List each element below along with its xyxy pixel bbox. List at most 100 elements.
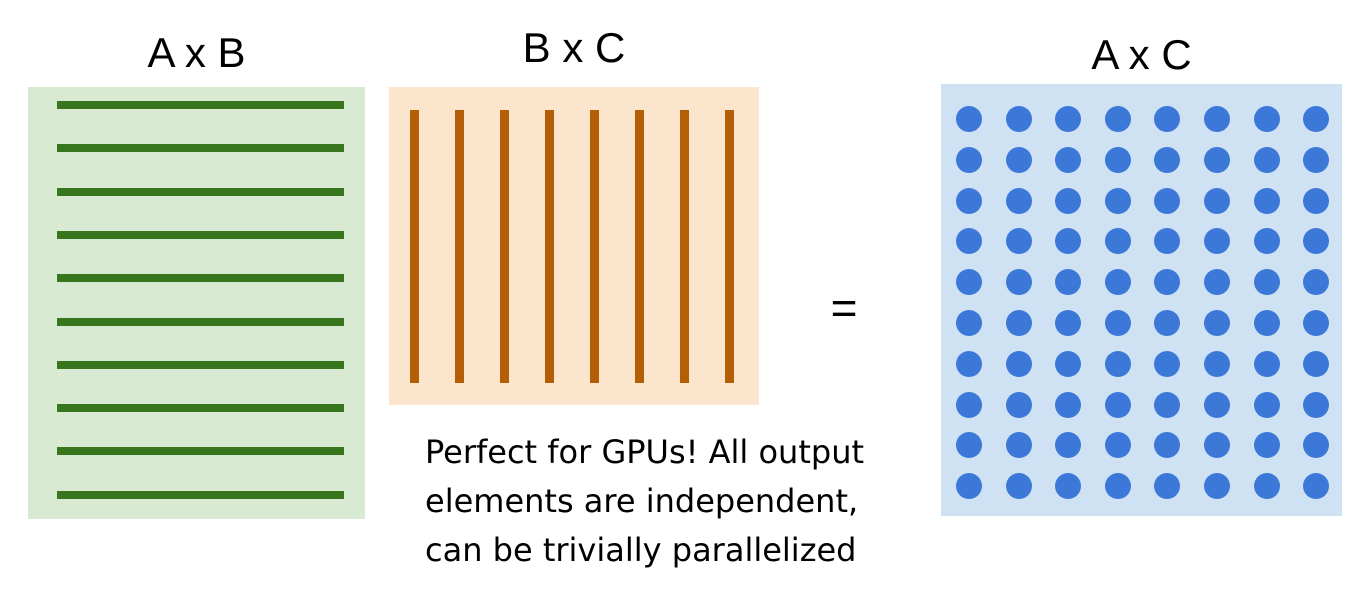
caption: Perfect for GPUs! All output elements ar… [425, 428, 925, 575]
matrix-ac-element-dot [1154, 350, 1181, 377]
matrix-ab-row-line [57, 317, 344, 326]
matrix-ac-element-dot [1253, 473, 1280, 500]
matrix-ab-row-line [57, 360, 344, 369]
matrix-ac-element-dot [1253, 106, 1280, 132]
matrix-ac-element-dot [956, 350, 982, 377]
matrix-ac-element-dot [956, 187, 982, 214]
matrix-ac-element-dot [956, 391, 982, 418]
matrix-ac-element-dot [1204, 269, 1230, 296]
matrix-ac-element-dot [1154, 228, 1181, 255]
matrix-bc-column-line [500, 110, 509, 383]
matrix-ac-element-dot [1005, 350, 1032, 377]
caption-line-1: Perfect for GPUs! All output [425, 433, 865, 471]
matrix-ac-element-dot [1204, 432, 1230, 459]
matrix-ac-element-dot [1154, 310, 1181, 336]
matrix-ac-element-dot [1204, 310, 1230, 336]
matrix-ac-element-dot [1055, 106, 1082, 132]
matrix-ac-element-dot [1154, 432, 1181, 459]
matrix-ac-element-dot [1104, 350, 1131, 377]
matrix-ac-element-dot [1303, 473, 1330, 500]
matrix-ac-panel [941, 84, 1342, 516]
matrix-ab-row-line [57, 274, 344, 283]
matrix-ac-element-dot [1104, 187, 1131, 214]
matrix-ac-element-dot [1005, 432, 1032, 459]
matrix-ac-label: A x C [1091, 31, 1192, 78]
matrix-ac-element-dot [1253, 146, 1280, 173]
matrix-ac-element-dot [1253, 228, 1280, 255]
matrix-ab-row-line [57, 490, 344, 499]
matrix-ac-element-dot [1104, 310, 1131, 336]
matrix-ac-element-dot [1055, 391, 1082, 418]
matrix-ab-row-line [57, 447, 344, 456]
matrix-ac-element-dot [1253, 269, 1280, 296]
matrix-ac-element-dot [956, 310, 982, 336]
matrix-bc-panel [389, 87, 759, 405]
matrix-ab-panel [28, 87, 365, 519]
matrix-ac-element-dot [1005, 310, 1032, 336]
matrix-ac-element-dot [1303, 187, 1330, 214]
matrix-ac-element-dot [1104, 473, 1131, 500]
matrix-ac-element-dot [956, 269, 982, 296]
matrix-ac-element-dot [1005, 106, 1032, 132]
matrix-bc-label: B x C [522, 24, 626, 71]
matrix-ac-element-dot [1154, 187, 1181, 214]
matrix-ac-element-dot [1253, 391, 1280, 418]
matrix-ac-element-dot [1303, 106, 1330, 132]
matrix-ac-element-dot [1154, 146, 1181, 173]
matrix-ac-element-dot [1303, 269, 1330, 296]
matrix-ab-row-line [57, 404, 344, 413]
matrix-ac-element-dot [1005, 228, 1032, 255]
matrix-bc-column-line [545, 110, 554, 383]
matrix-ac-element-dot [1005, 146, 1032, 173]
matrix-ac-element-dot [1104, 432, 1131, 459]
matrix-ac-element-dot [1005, 473, 1032, 500]
matrix-ab-label: A x B [147, 29, 246, 76]
matrix-bc-column-line [680, 110, 689, 383]
matrix-ac-element-dot [1055, 146, 1082, 173]
matrix-ac-element-dot [1204, 473, 1230, 500]
matrix-ac-element-dot [1055, 310, 1082, 336]
matrix-ac-element-dot [1253, 310, 1280, 336]
matrix-ab-row-line [57, 101, 344, 109]
matrix-ac-element-dot [1253, 432, 1280, 459]
matrix-ac-element-dot [1204, 146, 1230, 173]
matrix-ac-element-dot [1204, 350, 1230, 377]
caption-line-2: elements are independent, [425, 482, 859, 520]
matrix-ac-element-dot [1253, 187, 1280, 214]
matrix-ac-element-dot [1154, 106, 1181, 132]
matrix-ac-element-dot [1055, 473, 1082, 500]
matrix-ac-element-dot [1204, 391, 1230, 418]
matrix-ac-element-dot [1204, 187, 1230, 214]
matrix-bc-column-line [455, 110, 464, 383]
matrix-ac-element-dot [1055, 228, 1082, 255]
matrix-ac-element-dot [1104, 106, 1131, 132]
matrix-ac-element-dot [1154, 391, 1181, 418]
matrix-ac-element-dot [1005, 269, 1032, 296]
matrix-ac-element-dot [956, 228, 982, 255]
matrix-ac-element-dot [1104, 146, 1131, 173]
matrix-bc-column-line [590, 110, 599, 383]
matrix-ac-element-dot [1055, 432, 1082, 459]
matrix-ac-element-dot [1005, 391, 1032, 418]
matrix-ac-element-dot [1204, 106, 1230, 132]
matrix-ac-element-dot [956, 146, 982, 173]
matrix-ac-element-dot [1005, 187, 1032, 214]
matrix-ac-element-dot [1303, 391, 1330, 418]
matrix-bc-column-line [725, 110, 734, 383]
matrix-bc-column-line [635, 110, 644, 383]
matrix-ab-row-line [57, 144, 344, 153]
matrix-ac-element-dot [1055, 187, 1082, 214]
matrix-ac-element-dot [1104, 391, 1131, 418]
matrix-ac-element-dot [1303, 228, 1330, 255]
matrix-ac-element-dot [1303, 146, 1330, 173]
matrix-ac-element-dot [956, 106, 982, 132]
matrix-ac-element-dot [1303, 310, 1330, 336]
matrix-ac-element-dot [1154, 269, 1181, 296]
matrix-ac-element-dot [1154, 473, 1181, 500]
matrix-ac-element-dot [1104, 228, 1131, 255]
matrix-ac-element-dot [1055, 350, 1082, 377]
matrix-ac-element-dot [1303, 432, 1330, 459]
matrix-ac-element-dot [1253, 350, 1280, 377]
matrix-bc-column-line [410, 110, 419, 383]
equals-sign: = [830, 282, 858, 334]
